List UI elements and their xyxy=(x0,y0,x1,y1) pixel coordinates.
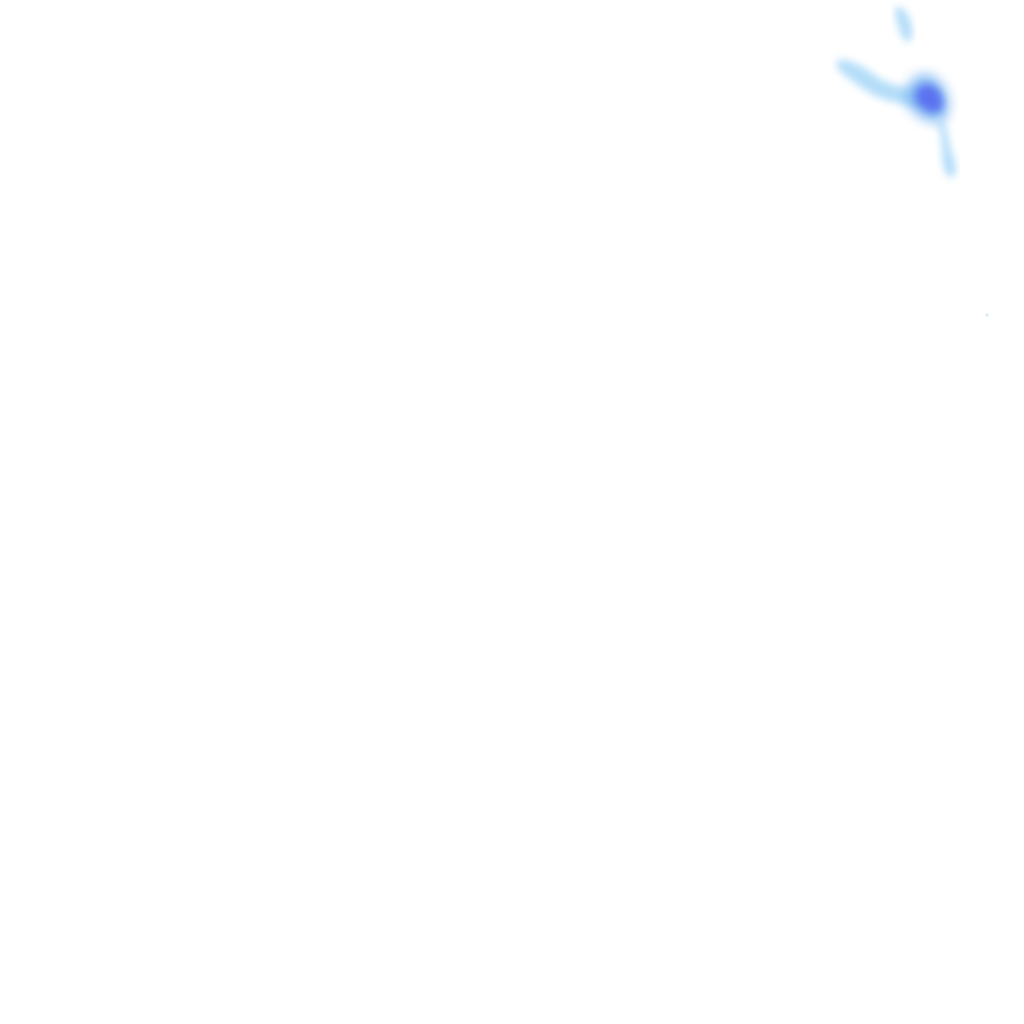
echo-band-south-tail xyxy=(936,114,956,178)
echo-band-west-arm xyxy=(836,59,923,105)
echo-streak-north xyxy=(894,6,913,43)
echo-speck xyxy=(985,313,989,317)
echo-band-core xyxy=(916,84,943,113)
